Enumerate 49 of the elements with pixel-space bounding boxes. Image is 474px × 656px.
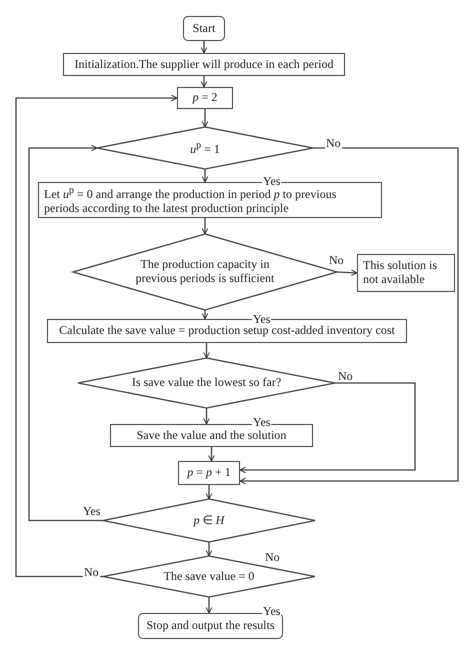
arrow <box>200 76 208 88</box>
arrow <box>202 310 208 320</box>
terminal-box <box>183 16 225 41</box>
node-text: u$^{p}$ = 1 <box>190 140 220 156</box>
node-text: Initialization.The supplier will produce in each period <box>74 58 334 72</box>
process-box <box>357 254 455 292</box>
node-text: This solution is not available <box>363 259 438 287</box>
process-box <box>177 87 233 109</box>
edge-label: Yes <box>82 505 102 517</box>
edge-label: No <box>337 370 354 382</box>
edge-label: Yes <box>262 175 282 187</box>
node-text: p = 2 <box>192 91 218 105</box>
decision-diamond <box>103 499 315 542</box>
node-text: Is save value the lowest so far? <box>132 376 282 390</box>
edge-label: No <box>264 551 281 563</box>
arrow <box>202 169 208 182</box>
arrow <box>202 218 208 234</box>
edge-label: Yes <box>262 605 282 617</box>
arrow <box>206 597 212 614</box>
arrow <box>202 109 208 128</box>
node-text: p = p + 1 <box>187 466 231 480</box>
node-text: p ∈ H <box>194 514 224 528</box>
decision-diamond <box>78 358 335 408</box>
node-text: Let u$^{p}$ = 0 and arrange the production in period p to previous periods according to the latest production principle <box>44 184 338 216</box>
node-text: Save the value and the solution <box>136 428 286 442</box>
edge-label: Yes <box>252 416 272 428</box>
arrow <box>200 41 208 54</box>
decision-diamond <box>97 127 313 169</box>
node-text: Calculate the save value = production setup cost-added inventory cost <box>59 324 395 338</box>
process-box <box>63 53 345 76</box>
edge-label: No <box>328 254 345 266</box>
arrow <box>203 343 210 358</box>
arrow <box>208 447 215 462</box>
arrow <box>206 485 212 500</box>
node-text: Start <box>192 22 216 36</box>
arrow <box>15 94 178 578</box>
node-text: The save value = 0 <box>164 570 254 584</box>
edge-label: No <box>325 137 342 149</box>
arrow <box>240 147 459 484</box>
edge-label: No <box>83 566 100 578</box>
arrow <box>203 408 210 424</box>
arrow <box>28 144 103 522</box>
arrow <box>206 542 212 556</box>
arrow <box>240 382 416 474</box>
edge-label: Yes <box>252 313 272 325</box>
node-text: Stop and output the results <box>146 619 274 633</box>
arrow <box>336 269 358 276</box>
process-box <box>178 461 240 485</box>
node-text: The production capacity in previous periods is sufficient <box>134 258 276 286</box>
